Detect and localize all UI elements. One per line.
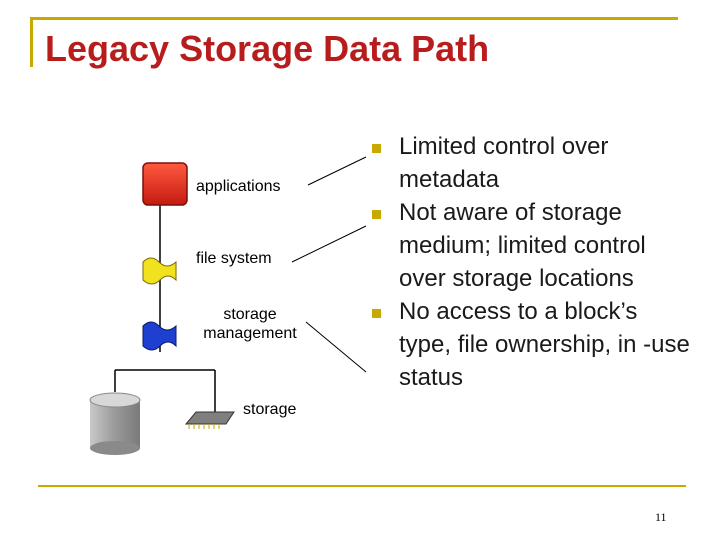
bullet-text: Not aware of storage medium; limited con… <box>399 199 646 292</box>
storage-device-icon <box>184 411 235 425</box>
disk-bottom <box>90 441 140 455</box>
bullet-item: Limited control over metadata <box>372 130 692 196</box>
bullet-marker <box>372 309 381 318</box>
storage-management-label: storage management <box>203 306 297 342</box>
applications-box <box>142 162 188 206</box>
pointer-line-file-system <box>291 225 367 263</box>
storage-management-icon <box>142 321 177 351</box>
bullet-marker <box>372 144 381 153</box>
bullet-marker <box>372 210 381 219</box>
storage-label: storage <box>243 401 297 418</box>
bullet-text: Limited control over metadata <box>399 133 609 193</box>
bullet-list: Limited control over metadata Not aware … <box>372 130 692 394</box>
bullet-item: No access to a block’s type, file owners… <box>372 295 692 394</box>
file-system-label: file system <box>196 250 272 267</box>
title-frame-left-rule <box>30 17 33 67</box>
footer-rule <box>38 485 686 487</box>
pointer-line-block-access <box>305 321 367 373</box>
page-number: 11 <box>655 510 667 524</box>
title-frame-top-rule <box>30 17 678 20</box>
disk-top <box>89 392 141 408</box>
bullet-item: Not aware of storage medium; limited con… <box>372 196 692 295</box>
slide-title: Legacy Storage Data Path <box>45 28 490 69</box>
storage-device-pins <box>188 424 220 429</box>
file-system-icon <box>142 257 177 285</box>
disk-body <box>90 400 140 448</box>
bullet-text: No access to a block’s type, file owners… <box>399 298 690 391</box>
pointer-line-metadata <box>307 156 367 186</box>
applications-label: applications <box>196 178 281 195</box>
